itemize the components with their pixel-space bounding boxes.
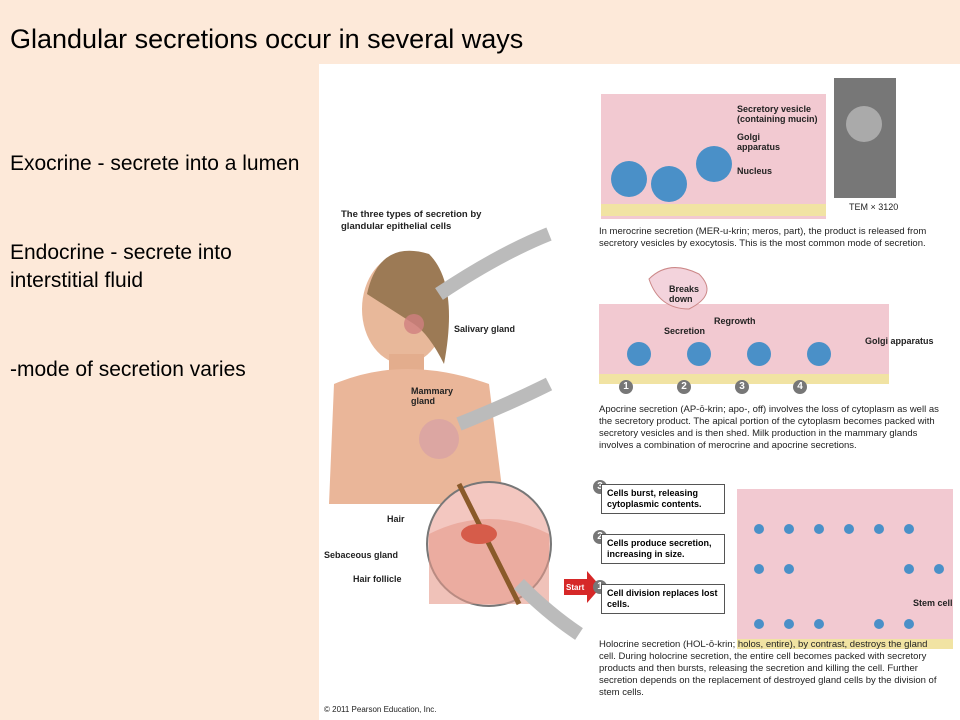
bullet-exocrine: Exocrine - secrete into a lumen [10, 152, 300, 175]
bullet-list: Exocrine - secrete into a lumen Endocrin… [10, 150, 310, 445]
label-golgi: Golgi apparatus [737, 132, 781, 152]
label-vesicle: Secretory vesicle (containing mucin) [737, 104, 818, 124]
nucleus-2 [651, 166, 687, 202]
copyright: © 2011 Pearson Education, Inc. [324, 705, 437, 714]
start-arrow [564, 571, 601, 603]
label-follicle: Hair follicle [353, 574, 402, 584]
label-tem: TEM × 3120 [849, 202, 899, 212]
label-hair: Hair [387, 514, 405, 524]
holo-step-3-box: Cells burst, releasing cytoplasmic conte… [601, 484, 725, 514]
figure-intro: The three types of secretion by glandula… [341, 209, 482, 232]
holo-step-2-box: Cells produce secretion, increasing in s… [601, 534, 725, 564]
secretion-figure: The three types of secretion by glandula… [319, 64, 960, 720]
salivary-gland-shape [404, 314, 424, 334]
apo-nucleus-2 [687, 342, 711, 366]
apo-nucleus-1 [627, 342, 651, 366]
label-breaks: Breaks down [669, 284, 700, 304]
tem-detail [846, 106, 882, 142]
apo-nucleus-4 [807, 342, 831, 366]
apo-membrane [599, 374, 889, 384]
label-nucleus: Nucleus [737, 166, 773, 176]
torso-shape [329, 369, 504, 504]
apo-step-2: 2 [677, 380, 691, 394]
apo-nucleus-3 [747, 342, 771, 366]
label-salivary: Salivary gland [454, 324, 516, 334]
slide-title: Glandular secretions occur in several wa… [10, 24, 524, 54]
bullet-mode: -mode of secretion varies [10, 358, 246, 381]
skin-layer [429, 519, 549, 604]
arrow-apocrine [456, 377, 553, 431]
mammary-gland-shape [419, 419, 459, 459]
label-mammary: Mammary gland [411, 386, 454, 406]
figure-illustration [329, 78, 953, 649]
basement-membrane [601, 204, 826, 216]
arrow-merocrine [435, 227, 552, 300]
bullet-endocrine: Endocrine - secrete into interstitial fl… [10, 241, 232, 292]
apo-step-3: 3 [735, 380, 749, 394]
apocrine-text: Apocrine secretion (AP-ō-krin; apo-, off… [599, 404, 939, 451]
holo-nuclei [754, 524, 944, 629]
label-sebaceous: Sebaceous gland [324, 550, 399, 560]
breaks-down-shape [648, 267, 708, 310]
label-regrowth: Regrowth [714, 316, 756, 326]
label-secretion: Secretion [664, 326, 706, 336]
label-stem: Stem cell [913, 598, 953, 608]
apo-step-1: 1 [619, 380, 633, 394]
sebaceous-gland-shape [461, 524, 497, 544]
holocrine-cells [737, 489, 953, 639]
label-start: Start [566, 583, 585, 592]
holocrine-text: Holocrine secretion (HOL-ō-krin; holos, … [599, 639, 937, 698]
merocrine-text: In merocrine secretion (MER-u-krin; mero… [599, 226, 927, 249]
nucleus-3 [696, 146, 732, 182]
nucleus-1 [611, 161, 647, 197]
arrow-holocrine [514, 579, 583, 640]
hair-shape [367, 250, 449, 364]
holo-membrane [737, 639, 953, 649]
apo-step-4: 4 [793, 380, 807, 394]
label-golgi-apo: Golgi apparatus [865, 336, 934, 346]
hair-strand [456, 482, 522, 606]
holo-step-1-box: Cell division replaces lost cells. [601, 584, 725, 614]
